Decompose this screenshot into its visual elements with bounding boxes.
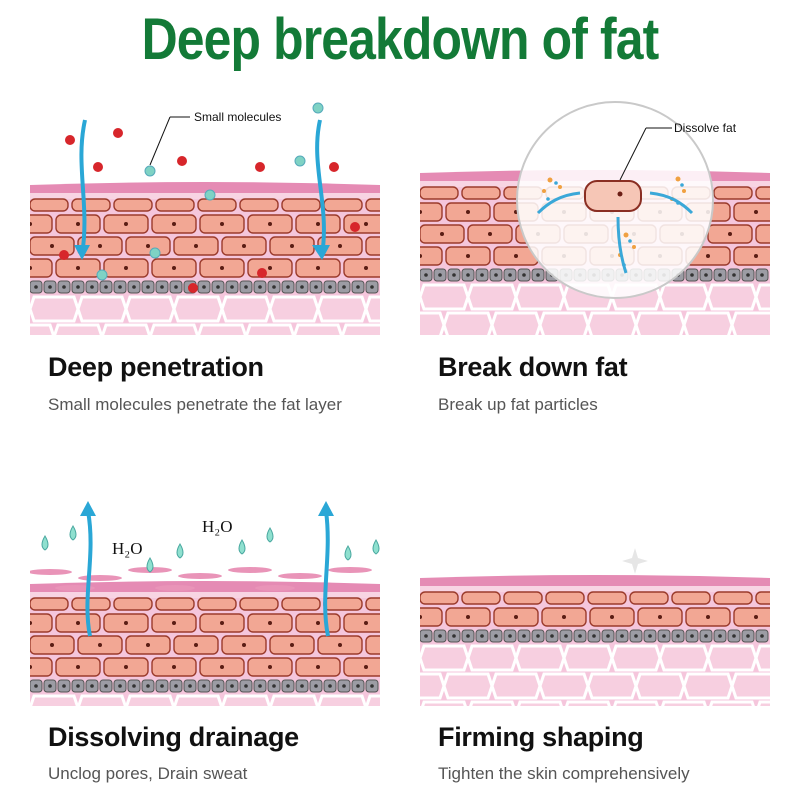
- skin-illustration-penetration: Small molecules: [30, 102, 380, 335]
- skin-layers: [420, 575, 770, 706]
- arrows: [74, 119, 330, 260]
- page-title: Deep breakdown of fat: [141, 7, 660, 72]
- up-arrows: [80, 501, 334, 637]
- skin-illustration-breakdown: Dissolve fat: [420, 101, 770, 335]
- subtitle-firming-shaping: Tighten the skin comprehensively: [438, 764, 690, 783]
- heading-break-down-fat: Break down fat: [438, 352, 628, 382]
- subtitle-dissolving-drainage: Unclog pores, Drain sweat: [48, 764, 248, 783]
- fat-slivers: [30, 567, 372, 591]
- small-molecules-label: Small molecules: [194, 110, 281, 124]
- heading-deep-penetration: Deep penetration: [48, 352, 264, 382]
- subtitle-deep-penetration: Small molecules penetrate the fat layer: [48, 395, 342, 414]
- skin-illustration-drainage: H₂O H₂O: [30, 501, 380, 706]
- skin-illustration-firming: [420, 548, 770, 706]
- panel-break-down-fat: Dissolve fat: [420, 95, 770, 335]
- subtitle-break-down-fat: Break up fat particles: [438, 395, 598, 414]
- dissolve-fat-label: Dissolve fat: [674, 121, 737, 135]
- molecules: [59, 102, 360, 293]
- panel-firming-shaping: [420, 466, 770, 706]
- heading-dissolving-drainage: Dissolving drainage: [48, 722, 299, 752]
- panel-deep-penetration: Small molecules: [30, 95, 380, 335]
- h2o-label: H₂O: [202, 517, 232, 536]
- heading-firming-shaping: Firming shaping: [438, 722, 644, 752]
- magnifier: [516, 101, 714, 299]
- water-drops: [41, 525, 380, 573]
- sparkle: [622, 548, 648, 574]
- skin-layers: [30, 581, 380, 706]
- h2o-label: H₂O: [112, 539, 142, 558]
- panel-dissolving-drainage: H₂O H₂O: [30, 466, 380, 706]
